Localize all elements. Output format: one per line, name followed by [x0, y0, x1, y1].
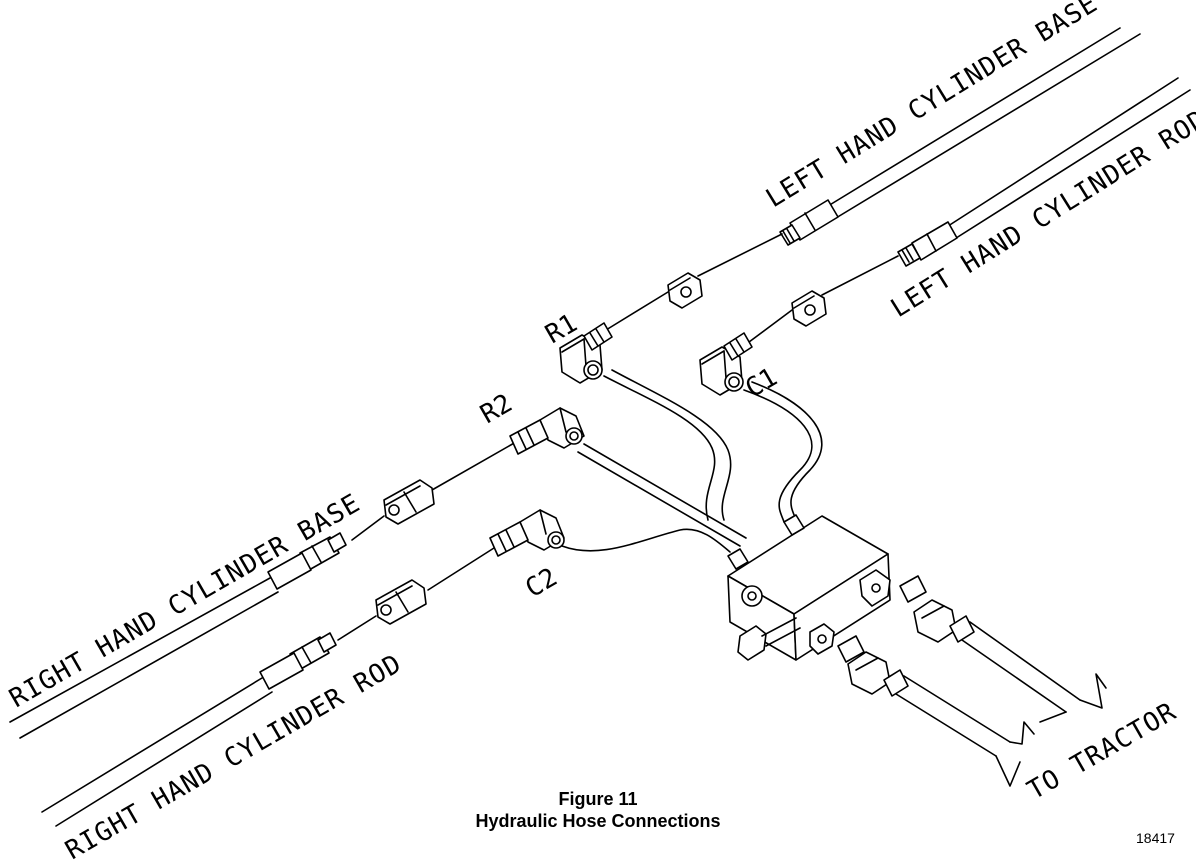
label-right-hand-cylinder-rod: RIGHT HAND CYLINDER ROD: [61, 649, 408, 863]
hose-right-rod: [41, 632, 337, 827]
label-port-r2: R2: [476, 388, 518, 430]
figure-title: Hydraulic Hose Connections: [475, 811, 721, 831]
figure-caption: Figure 11 Hydraulic Hose Connections: [398, 788, 798, 832]
hose-left-rod: [897, 77, 1191, 267]
elbow-fitting-r1: [559, 322, 613, 384]
label-to-tractor: TO TRACTOR: [1023, 697, 1182, 806]
swivel-nut-rh-rod: [375, 579, 427, 625]
elbow-fitting-r2: [509, 407, 585, 455]
hose-left-base: [779, 27, 1141, 246]
hose-to-tractor-1: [899, 575, 1107, 723]
swivel-nut-lh-rod: [791, 290, 827, 327]
elbow-fitting-c2: [489, 509, 565, 557]
elbow-fitting-c1: [699, 332, 753, 396]
hose-to-tractor-2: [837, 635, 1035, 787]
valve-feed-lines: [561, 369, 823, 553]
part-number: 18417: [1136, 830, 1175, 846]
label-left-hand-cylinder-base: LEFT HAND CYLINDER BASE: [761, 0, 1103, 214]
connector-lines: [337, 233, 899, 641]
valve-block[interactable]: [727, 514, 891, 661]
swivel-nut-rh-base: [383, 479, 435, 525]
hose-right-base: [9, 532, 347, 739]
label-left-hand-cylinder-rod: LEFT HAND CYLINDER ROD: [886, 104, 1196, 324]
label-right-hand-cylinder-base: RIGHT HAND CYLINDER BASE: [5, 488, 366, 714]
swivel-nut-lh-base: [667, 272, 703, 309]
figure-number: Figure 11: [558, 789, 638, 809]
label-port-c2: C2: [521, 562, 563, 604]
label-port-c1: C1: [741, 362, 783, 404]
